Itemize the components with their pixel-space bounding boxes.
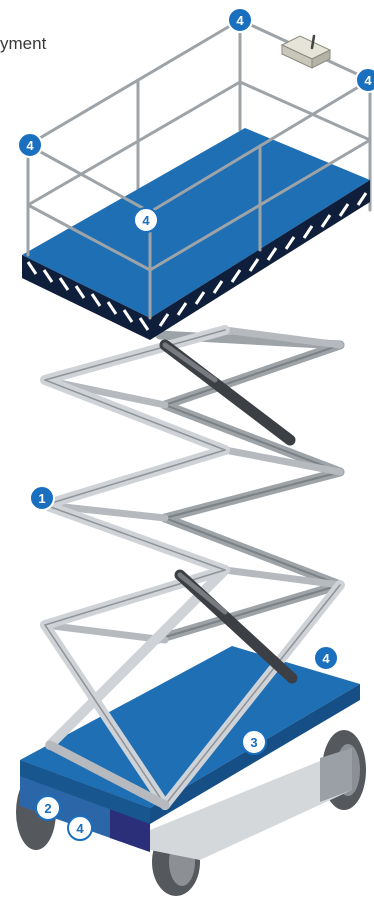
- svg-text:4: 4: [236, 13, 244, 28]
- badge-scissor-arms: 1: [29, 485, 55, 511]
- scissor-arms: [40, 325, 345, 810]
- callout-badges: 4 4 4 4 1 4 3 2: [17, 7, 374, 841]
- base-deck: [20, 646, 360, 808]
- platform-floor: [22, 128, 370, 318]
- badge-platform-floor: 4: [133, 207, 159, 233]
- platform-front-edge: [22, 255, 150, 340]
- control-box: [280, 34, 332, 69]
- badge-chassis-front-lower: 4: [67, 815, 93, 841]
- chassis-side: [150, 748, 352, 860]
- badge-guardrail-right: 4: [355, 67, 374, 93]
- svg-text:4: 4: [76, 821, 84, 836]
- work-platform: [22, 18, 372, 340]
- caption-text: yment: [0, 34, 47, 53]
- svg-text:3: 3: [250, 735, 257, 750]
- svg-text:2: 2: [44, 801, 51, 816]
- badge-base-top-right: 4: [313, 645, 339, 671]
- svg-text:4: 4: [364, 73, 372, 88]
- svg-text:4: 4: [142, 213, 150, 228]
- svg-text:4: 4: [322, 651, 330, 666]
- hydraulic-cylinders: [159, 339, 298, 684]
- svg-text:1: 1: [38, 491, 45, 506]
- guardrail: [26, 18, 372, 212]
- badge-guardrail-top: 4: [227, 7, 253, 33]
- badge-base-deck: 3: [241, 729, 267, 755]
- badge-chassis-front-upper: 2: [35, 795, 61, 821]
- badge-guardrail-left: 4: [17, 132, 43, 158]
- svg-text:4: 4: [26, 138, 34, 153]
